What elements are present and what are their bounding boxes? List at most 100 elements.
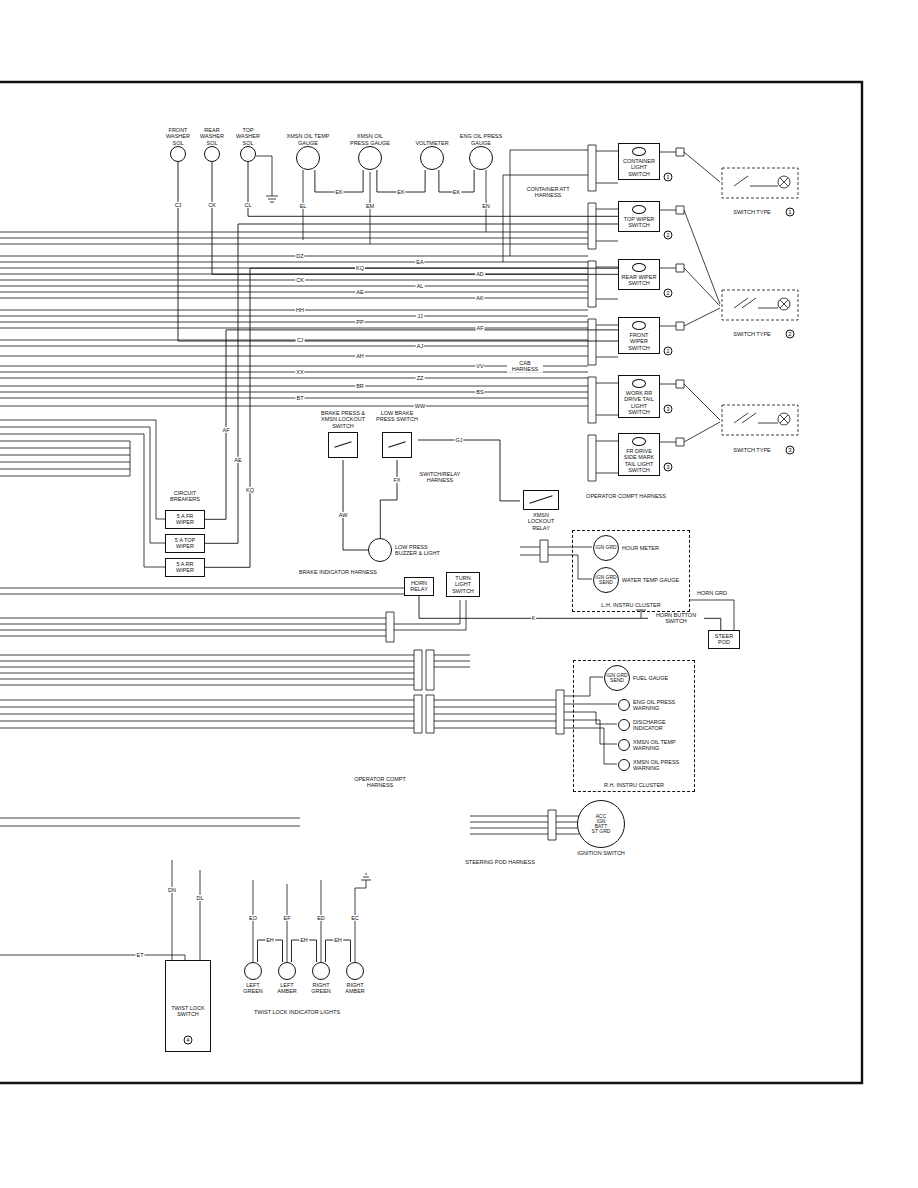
wire-label: TWIST LOCK INDICATOR LIGHTS — [253, 1009, 341, 1015]
gauge: ENG OIL PRESS GAUGE — [458, 122, 504, 170]
wire-code: EK — [396, 189, 405, 195]
callout-number: 1 — [786, 208, 795, 217]
node-label: ENG OIL PRESS WARNING — [633, 699, 694, 712]
wire-label: STEERING POD HARNESS — [464, 859, 536, 865]
switch-blade — [388, 441, 405, 448]
node-label: XMSN OIL TEMP GAUGE — [285, 122, 331, 146]
wire-label: SWITCH/RELAY HARNESS — [411, 471, 469, 484]
wire-code: EH — [333, 937, 343, 943]
wire-code: EH — [299, 937, 309, 943]
warning-lamp: DISCHARGE INDICATOR — [618, 719, 694, 732]
wire-label: SWITCH TYPE — [732, 331, 772, 337]
indicator-light: LEFT GREEN — [238, 962, 268, 995]
dial-circle — [358, 146, 382, 170]
cluster-panel: R.H. INSTRU CLUSTERIGN GRD SENDFUEL GAUG… — [573, 660, 695, 792]
wire-label: PP — [355, 319, 364, 325]
callout-number: 1 — [664, 173, 673, 182]
steer-pod: STEER POD — [708, 630, 740, 649]
wire-label: AD — [475, 271, 485, 277]
callout-number: 2 — [664, 289, 673, 298]
indicator-light: LEFT AMBER — [272, 962, 302, 995]
node-label: CONTAINER LIGHT SWITCH — [620, 158, 658, 177]
indicator-light: RIGHT GREEN — [306, 962, 336, 995]
node-label: XMSN OIL TEMP WARNING — [633, 739, 694, 752]
callout-number: 2 — [664, 347, 673, 356]
node-label: HORN BUTTON SWITCH — [648, 612, 704, 625]
node-label: 5 A FR WIPER — [167, 513, 203, 526]
wire-code: K — [531, 615, 537, 621]
wire-connector — [205, 330, 618, 519]
harness-wires — [0, 232, 588, 406]
node-label: REAR WIPER SWITCH — [620, 274, 658, 287]
node-label: R.H. INSTRU CLUSTER — [574, 782, 694, 788]
wire-connector — [205, 224, 618, 543]
wire-connector — [343, 460, 368, 550]
wire-label: ET — [135, 952, 144, 958]
switch-blade — [529, 495, 552, 503]
wire-code: KQ — [245, 487, 255, 493]
wire-label: SWITCH TYPE — [732, 209, 772, 215]
wire-connector — [205, 268, 618, 567]
wire-label: DN — [167, 887, 177, 893]
wire-label: AJ — [416, 343, 424, 349]
node-label: LEFT AMBER — [272, 982, 302, 995]
cluster-panel: L.H. INSTRU CLUSTERIGN GRDHOUR METERIGN … — [572, 530, 690, 612]
wire-label: EC — [350, 915, 360, 921]
callout-number: 3 — [664, 463, 673, 472]
node-label: XMSN OIL PRESS GAUGE — [347, 122, 393, 146]
switch-knob — [632, 437, 646, 446]
gauge: VOLTMETER — [409, 122, 455, 170]
warning-lamp: XMSN OIL PRESS WARNING — [618, 759, 694, 772]
node-label: STEER POD — [710, 633, 738, 646]
wire-label: HH — [295, 307, 305, 313]
node-label: LEFT GREEN — [238, 982, 268, 995]
wire-connector — [704, 618, 721, 630]
switch-knob — [632, 321, 646, 330]
dial-circle — [368, 538, 392, 562]
wire-code: FX — [392, 477, 401, 483]
wire-label: ZZ — [416, 375, 425, 381]
callout-number: 3 — [664, 405, 673, 414]
wire-connector — [292, 940, 317, 962]
wire-label: WW — [414, 403, 426, 409]
circuit-breaker: 5 A RR WIPER — [165, 558, 205, 577]
callout-number: 2 — [786, 330, 795, 339]
node-label: XMSN OIL PRESS WARNING — [633, 759, 694, 772]
buzzer-light: LOW PRESS BUZZER & LIGHT — [368, 538, 450, 562]
wire-label: ED — [316, 915, 326, 921]
callout-number: 3 — [786, 446, 795, 455]
pressure-switch: BRAKE PRESS & XMSN LOCKOUT SWITCH — [316, 410, 370, 460]
wire-connector — [178, 162, 618, 341]
wire-connector — [212, 162, 618, 274]
wire-label: OPERATOR COMPT HARNESS — [585, 493, 667, 499]
switch-knob — [632, 379, 646, 388]
meter: IGN GRDHOUR METER — [593, 535, 685, 561]
wire-label: KQ — [355, 265, 365, 271]
node-label: IGN GRD — [595, 545, 616, 550]
wire-code: AF — [221, 427, 230, 433]
node-label: L.H. INSTRU CLUSTER — [573, 602, 689, 608]
wire-connector — [380, 460, 397, 538]
wire-code: CL — [243, 202, 252, 208]
wire-label: EA — [415, 259, 424, 265]
wire-code: EK — [452, 189, 461, 195]
switch-knob — [632, 147, 646, 156]
switch-type-lamp — [778, 413, 790, 425]
warning-lamp: XMSN OIL TEMP WARNING — [618, 739, 694, 752]
dial-circle — [170, 146, 186, 162]
harness-connector — [386, 540, 564, 840]
node-label: 5 A RR WIPER — [167, 561, 203, 574]
solenoid: REAR WASHER SOL — [197, 122, 227, 162]
turn-switch-box: TURN LIGHT SWITCH — [446, 572, 480, 597]
wire-label: SWITCH TYPE — [732, 447, 772, 453]
node-label: LOW PRESS BUZZER & LIGHT — [395, 544, 450, 557]
wire-label: BR — [355, 383, 365, 389]
connector-strip — [588, 145, 596, 481]
node-label: TURN LIGHT SWITCH — [448, 575, 478, 594]
wire-label: EM — [365, 203, 375, 209]
wire-label: OPERATOR COMPT HARNESS — [351, 776, 409, 789]
dial-circle — [618, 759, 630, 771]
meter: IGN GRD SENDWATER TEMP GAUGE — [593, 567, 685, 593]
wire-label: VV — [475, 363, 484, 369]
